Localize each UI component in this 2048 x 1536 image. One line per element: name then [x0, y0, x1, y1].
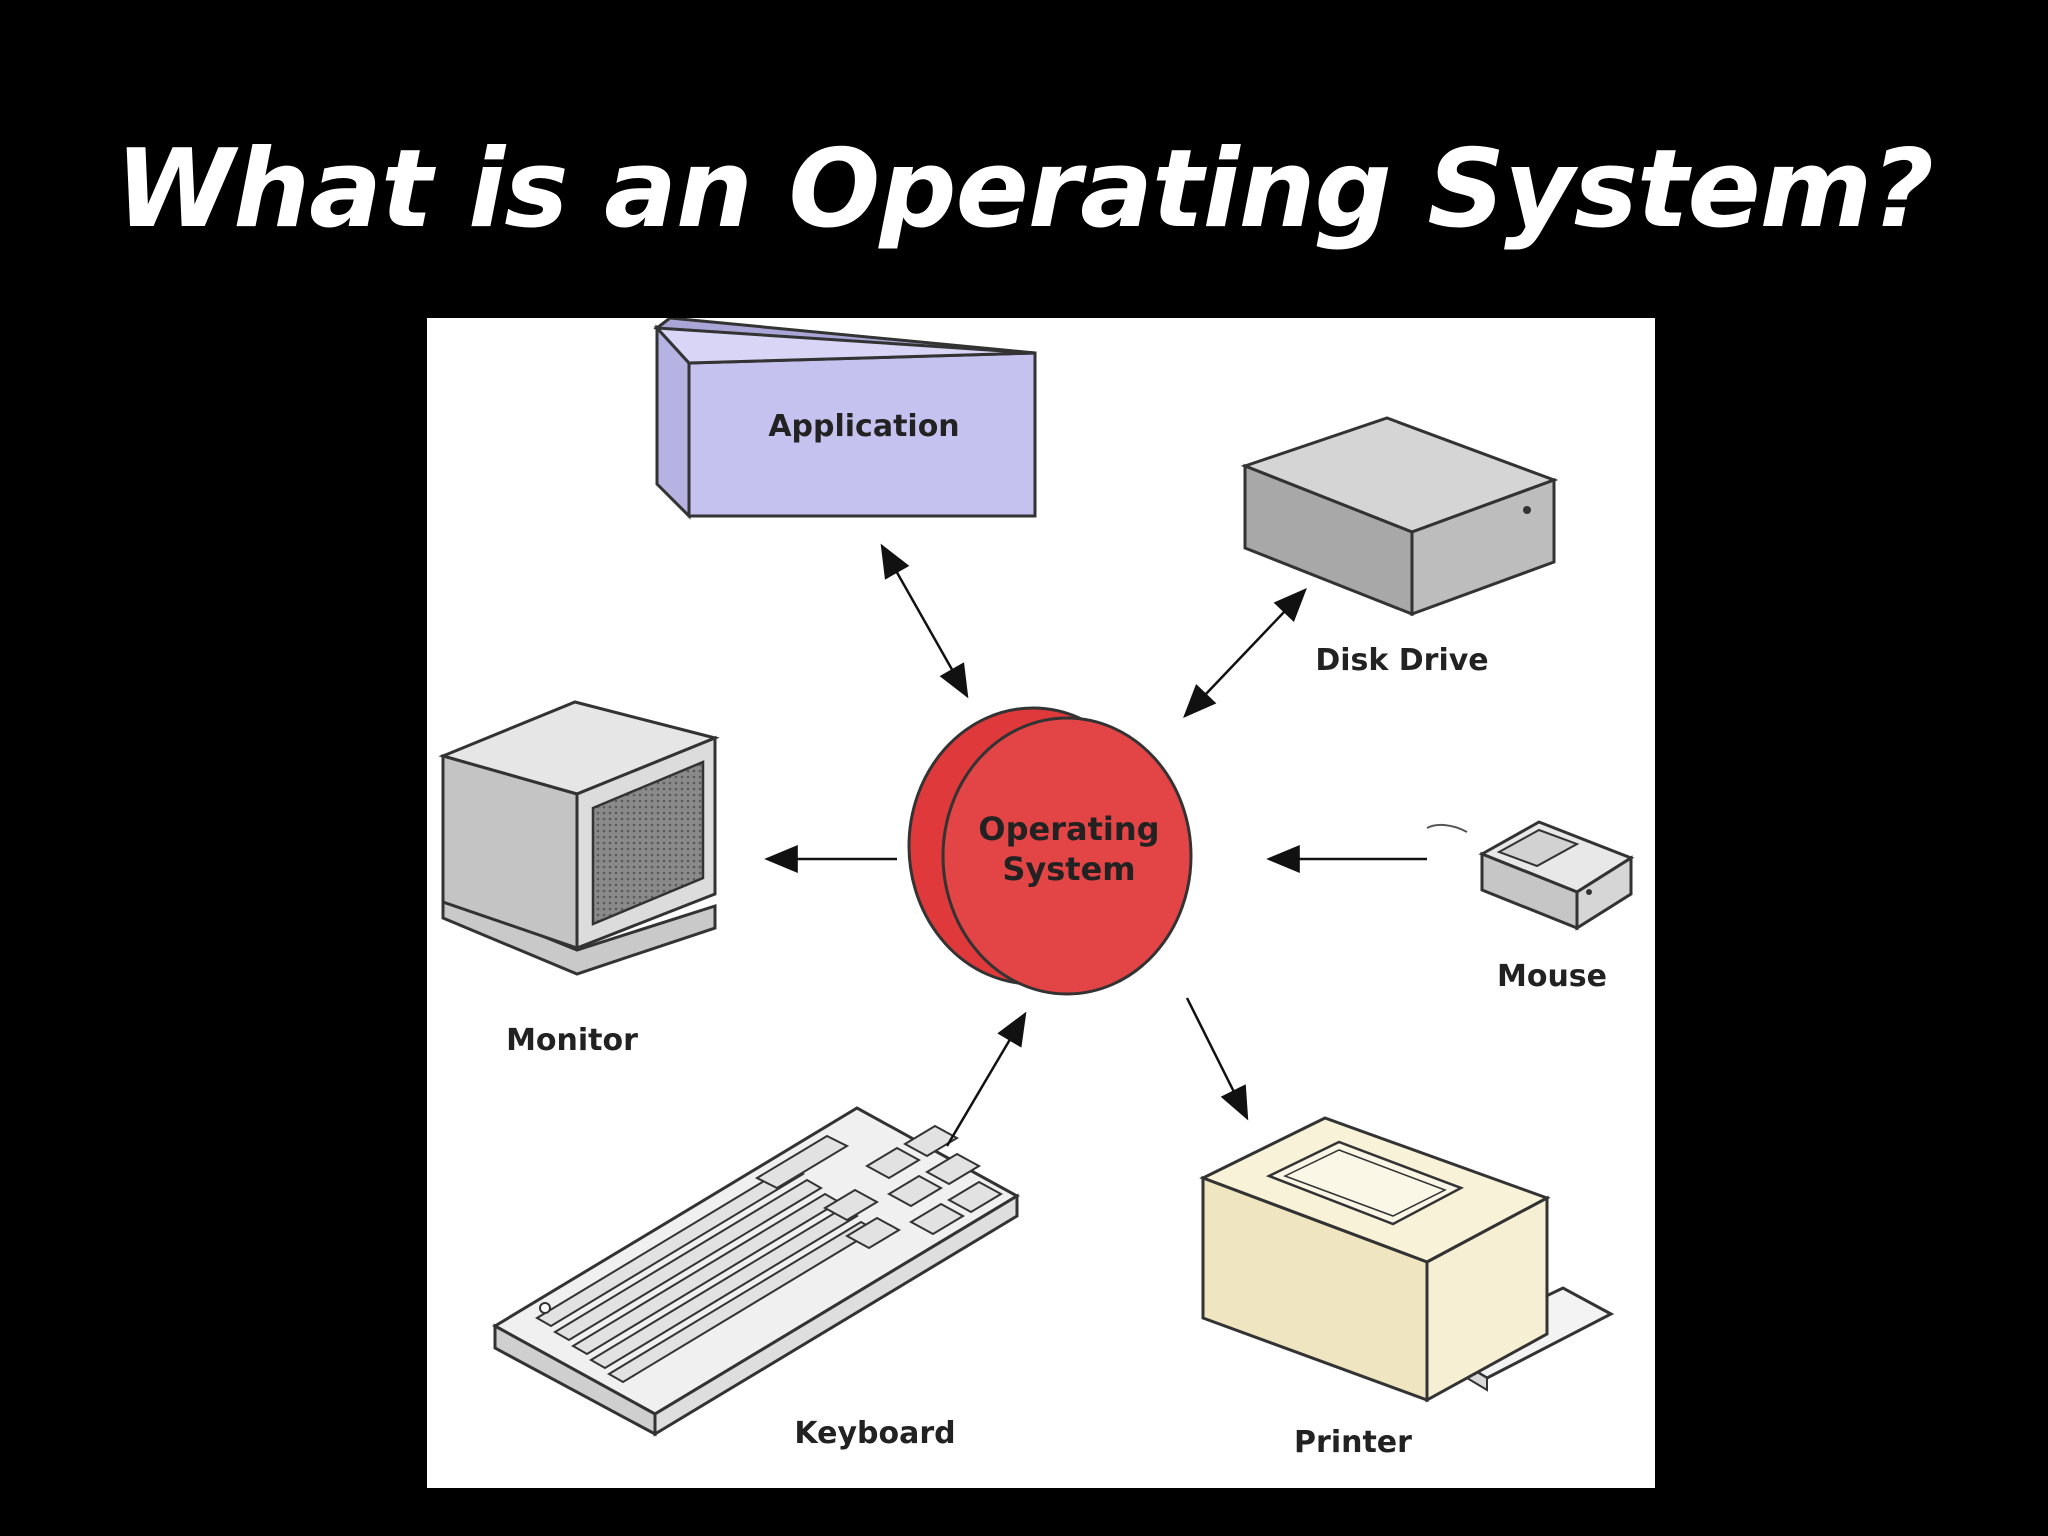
arrow-os-printer: [1185, 997, 1249, 1121]
keyboard-node: Keyboard: [491, 1106, 1021, 1451]
os-diagram: Application Disk Drive: [438, 318, 1635, 1460]
mouse-label: Mouse: [1497, 959, 1607, 994]
printer-label: Printer: [1294, 1425, 1412, 1460]
operating-system-label-line1: Operating: [978, 810, 1159, 848]
monitor-label: Monitor: [506, 1023, 638, 1058]
application-box-icon: [653, 318, 1037, 520]
slide-title: What is an Operating System?: [115, 127, 1934, 252]
monitor-icon: [438, 700, 720, 976]
monitor-node: Monitor: [438, 700, 720, 1058]
disk-drive-icon: [1240, 416, 1559, 617]
disk-drive-label: Disk Drive: [1315, 643, 1488, 678]
operating-system-disc-icon: [907, 706, 1193, 996]
application-node: Application: [653, 318, 1037, 520]
operating-system-label-line2: System: [1002, 850, 1135, 888]
mouse-node: Mouse: [1426, 820, 1635, 994]
disk-drive-node: Disk Drive: [1240, 416, 1559, 678]
os-diagram-panel: Application Disk Drive: [427, 318, 1655, 1488]
arrow-keyboard-os: [945, 1011, 1027, 1147]
printer-icon: [1199, 1116, 1615, 1403]
application-label: Application: [768, 409, 959, 444]
arrow-disk-drive-os: [1183, 587, 1307, 719]
connection-arrows: [764, 543, 1427, 1147]
keyboard-label: Keyboard: [794, 1416, 955, 1451]
operating-system-node: Operating System: [907, 706, 1193, 996]
arrow-application-os: [880, 543, 969, 699]
printer-node: Printer: [1199, 1116, 1615, 1460]
keyboard-icon: [491, 1106, 1021, 1437]
mouse-icon: [1426, 820, 1635, 931]
